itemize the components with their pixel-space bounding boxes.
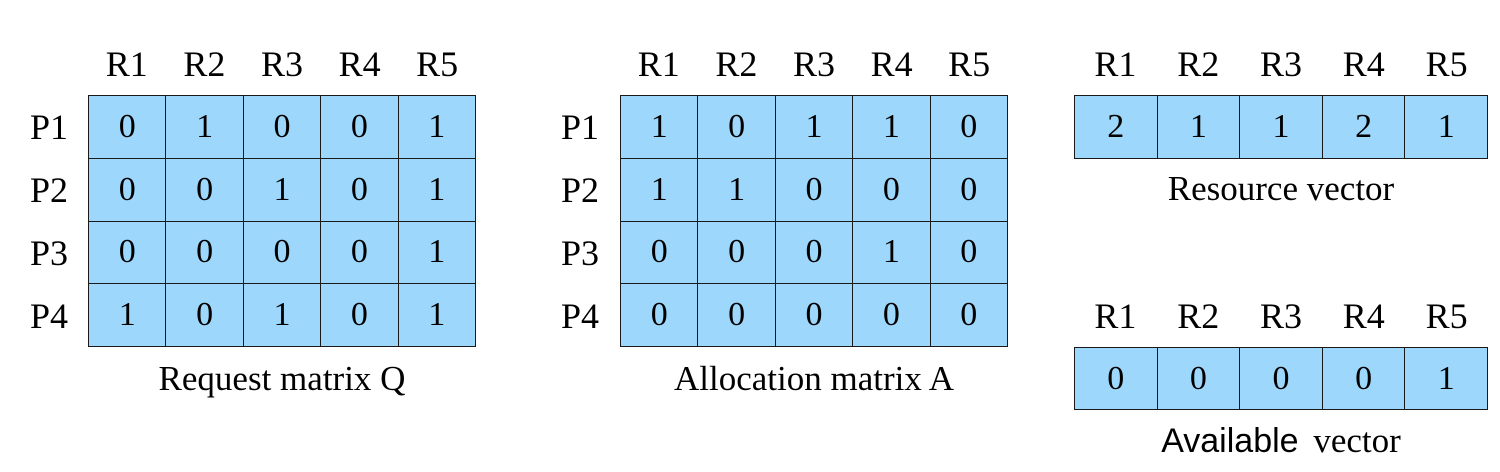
request-cell-p4-r5: 1 — [397, 283, 477, 347]
allocation-cell-p1-r4: 1 — [852, 95, 931, 159]
allocation-row-label-p4: P4 — [561, 295, 600, 336]
available-col-header-r3: R3 — [1259, 296, 1302, 336]
resource-cell-r2: 1 — [1156, 95, 1241, 159]
available-cell-r5: 1 — [1404, 347, 1488, 410]
available-cell-r3: 0 — [1239, 347, 1323, 410]
request-cell-p1-r2: 1 — [165, 95, 244, 159]
request-row-label-p4: P4 — [30, 295, 69, 336]
allocation-cell-p2-r5: 0 — [929, 157, 1009, 222]
request-cell-p1-r3: 0 — [242, 95, 322, 159]
request-cell-p2-r3: 1 — [242, 157, 322, 222]
available-col-header-r2: R2 — [1177, 296, 1220, 336]
request-cell-p3-r3: 0 — [242, 220, 322, 285]
allocation-cell-p3-r2: 0 — [697, 220, 776, 285]
allocation-cell-p2-r1: 1 — [619, 157, 699, 222]
request-cell-p2-r5: 1 — [397, 157, 477, 222]
request-cell-p1-r4: 0 — [320, 95, 399, 159]
request-cell-p4-r4: 0 — [320, 283, 399, 347]
allocation-col-header-r4: R4 — [870, 44, 913, 84]
available-cell-r1: 0 — [1074, 347, 1158, 410]
request-col-header-r2: R2 — [183, 44, 226, 84]
allocation-cell-p1-r3: 1 — [774, 95, 854, 159]
resource-col-header-r3: R3 — [1259, 44, 1302, 84]
available-cell-r2: 0 — [1156, 347, 1241, 410]
request-cell-p3-r1: 0 — [87, 220, 167, 285]
allocation-col-header-r3: R3 — [792, 44, 835, 84]
request-col-header-r1: R1 — [105, 44, 148, 84]
allocation-cell-p4-r5: 0 — [929, 283, 1009, 347]
allocation-cell-p3-r1: 0 — [619, 220, 699, 285]
resource-cell-r4: 2 — [1321, 95, 1406, 159]
allocation-cell-p4-r1: 0 — [619, 283, 699, 347]
allocation-row-label-p1: P1 — [561, 106, 600, 147]
resource-col-header-r4: R4 — [1342, 44, 1385, 84]
allocation-cell-p4-r2: 0 — [697, 283, 776, 347]
allocation-cell-p3-r4: 1 — [852, 220, 931, 285]
request-col-header-r3: R3 — [260, 44, 303, 84]
available-caption-word2: vector — [1313, 421, 1401, 460]
request-cell-p1-r1: 0 — [87, 95, 167, 159]
allocation-caption: Allocation matrix A — [674, 359, 954, 398]
resource-col-header-r1: R1 — [1094, 44, 1137, 84]
allocation-row-label-p2: P2 — [561, 169, 600, 210]
resource-cell-r3: 1 — [1239, 95, 1323, 159]
request-cell-p2-r1: 0 — [87, 157, 167, 222]
request-cell-p4-r2: 0 — [165, 283, 244, 347]
request-cell-p2-r4: 0 — [320, 157, 399, 222]
allocation-cell-p1-r2: 0 — [697, 95, 776, 159]
allocation-cell-p1-r1: 1 — [619, 95, 699, 159]
allocation-cell-p4-r4: 0 — [852, 283, 931, 347]
allocation-col-header-r2: R2 — [715, 44, 758, 84]
resource-col-header-r5: R5 — [1425, 44, 1468, 84]
request-col-header-r4: R4 — [338, 44, 381, 84]
request-cell-p3-r2: 0 — [165, 220, 244, 285]
request-caption: Request matrix Q — [158, 359, 406, 398]
resource-caption: Resource vector — [1167, 169, 1395, 208]
request-cell-p4-r1: 1 — [87, 283, 167, 347]
request-cell-p2-r2: 0 — [165, 157, 244, 222]
allocation-row-label-p3: P3 — [561, 232, 600, 273]
allocation-cell-p2-r4: 0 — [852, 157, 931, 222]
resource-cell-r5: 1 — [1404, 95, 1488, 159]
request-row-label-p3: P3 — [30, 232, 69, 273]
allocation-cell-p3-r3: 0 — [774, 220, 854, 285]
allocation-col-header-r1: R1 — [637, 44, 680, 84]
request-cell-p4-r3: 1 — [242, 283, 322, 347]
available-col-header-r4: R4 — [1342, 296, 1385, 336]
available-col-header-r5: R5 — [1425, 296, 1468, 336]
available-col-header-r1: R1 — [1094, 296, 1137, 336]
request-cell-p3-r4: 0 — [320, 220, 399, 285]
request-cell-p3-r5: 1 — [397, 220, 477, 285]
allocation-col-header-r5: R5 — [948, 44, 991, 84]
allocation-cell-p2-r2: 1 — [697, 157, 776, 222]
request-row-label-p1: P1 — [30, 106, 69, 147]
allocation-cell-p3-r5: 0 — [929, 220, 1009, 285]
allocation-cell-p4-r3: 0 — [774, 283, 854, 347]
resource-col-header-r2: R2 — [1177, 44, 1220, 84]
available-cell-r4: 0 — [1321, 347, 1406, 410]
request-col-header-r5: R5 — [416, 44, 459, 84]
request-row-label-p2: P2 — [30, 169, 69, 210]
resource-cell-r1: 2 — [1074, 95, 1158, 159]
allocation-cell-p2-r3: 0 — [774, 157, 854, 222]
available-caption-word1: Available — [1161, 422, 1299, 460]
allocation-cell-p1-r5: 0 — [929, 95, 1009, 159]
available-caption: Available vector — [1074, 421, 1488, 461]
request-cell-p1-r5: 1 — [397, 95, 477, 159]
